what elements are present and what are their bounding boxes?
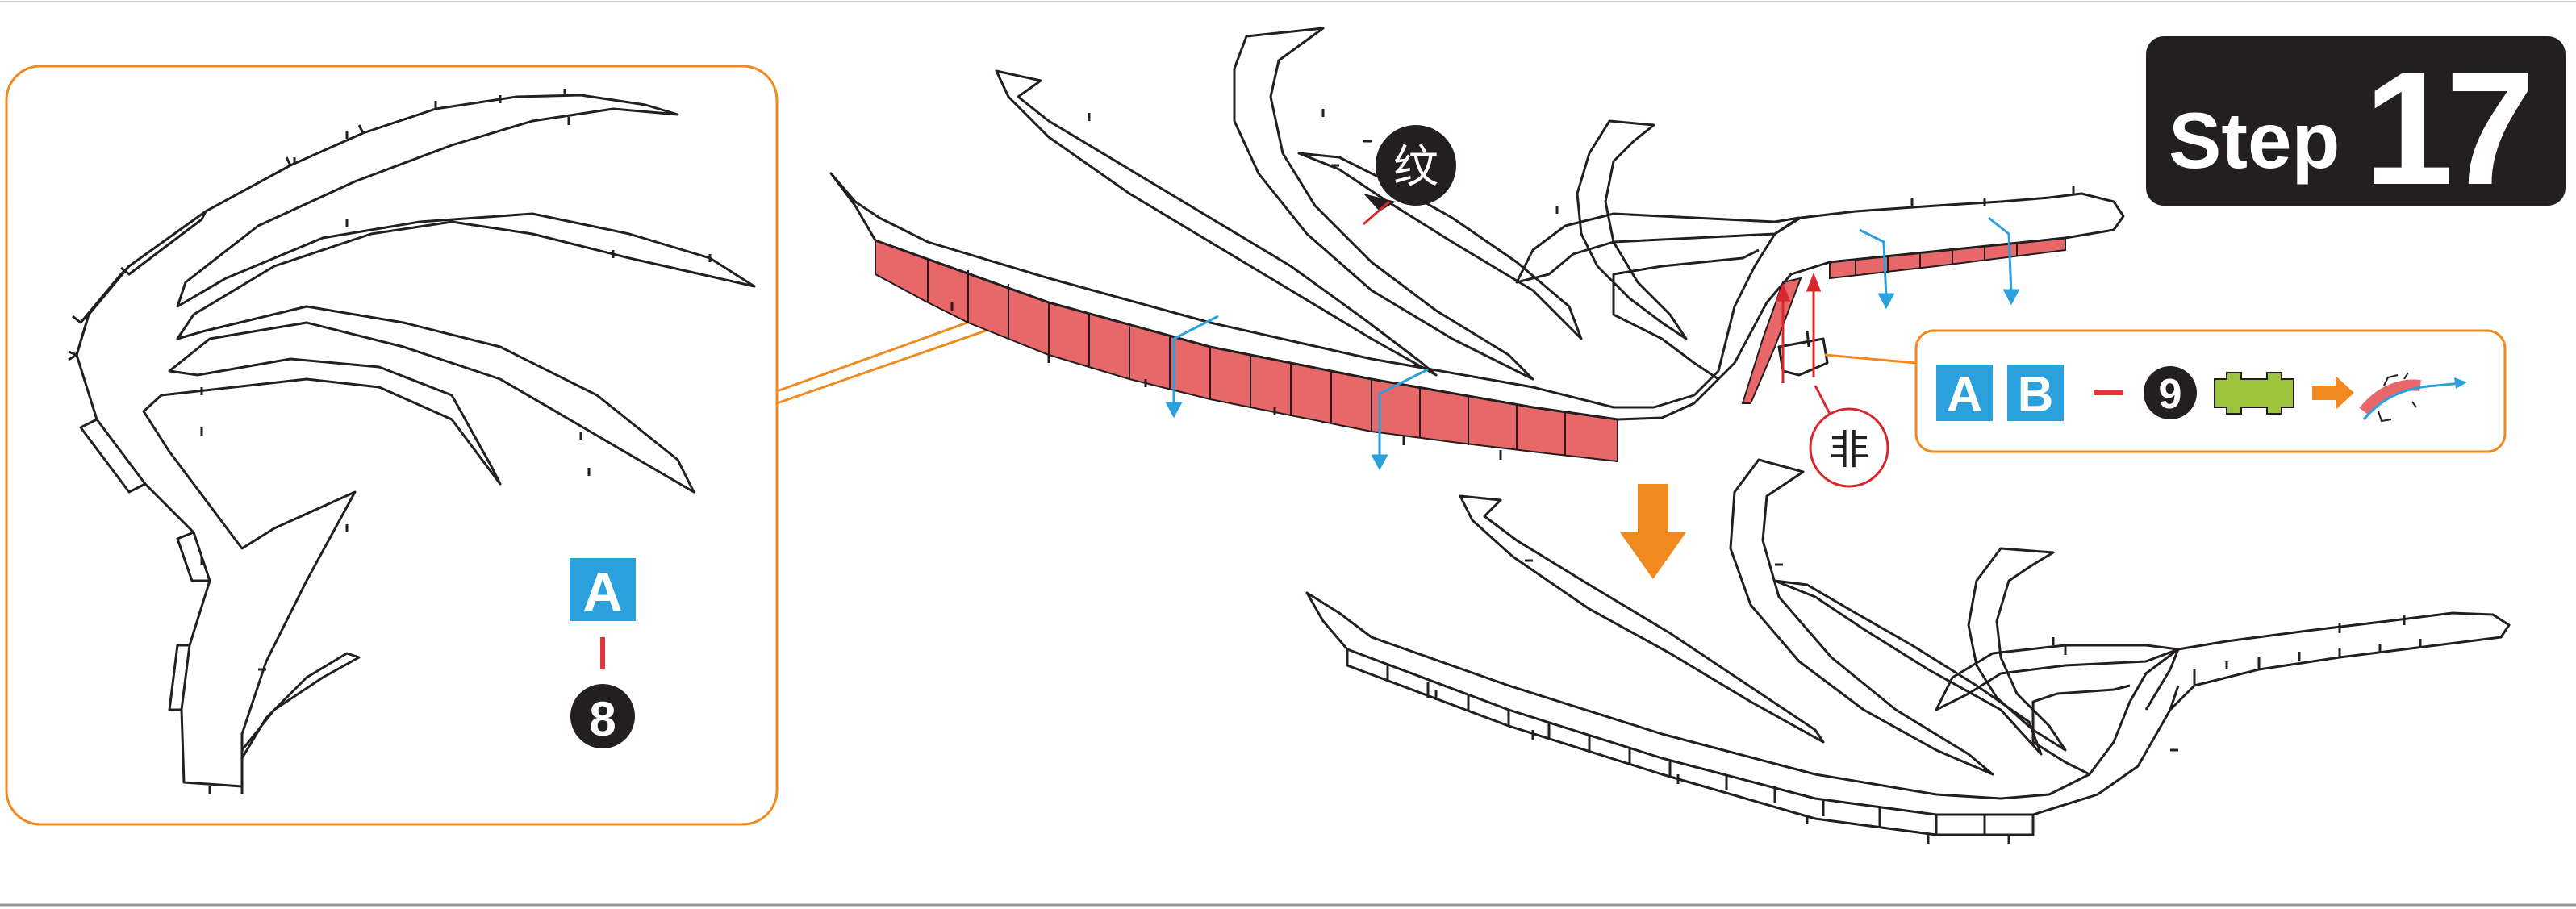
red-arrow-2-head	[1808, 276, 1819, 290]
blue-arrow-1-head	[1167, 403, 1180, 415]
top-callout-char: 纹	[1393, 141, 1438, 194]
blue-arrow-3-head	[1880, 294, 1893, 306]
result-rib-6	[2033, 686, 2130, 774]
parts-box-number: 9	[2159, 371, 2182, 418]
step-word: Step	[2169, 96, 2340, 185]
top-callout: 纹	[1363, 125, 1456, 224]
blue-arrow-2-head	[1373, 456, 1386, 468]
result-rib-5	[1936, 645, 2178, 710]
inset-wing-part	[69, 89, 754, 794]
parts-box-leader	[1825, 355, 1916, 363]
result-rib-4	[1969, 548, 2065, 750]
result-wing-body	[1307, 593, 2509, 815]
red-placement-arrows	[1777, 276, 1819, 383]
parts-box-letter-a: A	[1947, 367, 1983, 423]
part-a-letter: A	[582, 561, 622, 623]
parts-box-frame	[1916, 331, 2505, 452]
side-callout: 非	[1810, 386, 1888, 486]
highlighted-panels	[875, 238, 2065, 461]
step-number: 17	[2364, 39, 2528, 219]
wing-rib-5	[1517, 214, 1799, 282]
step-badge: Step 17	[2146, 36, 2566, 219]
inset-edge-panels	[69, 101, 436, 710]
blue-arrow-4-head	[2005, 290, 2018, 302]
inset-wing-outline	[77, 95, 754, 786]
side-callout-leader	[1815, 386, 1830, 414]
orange-down-arrow-icon	[1620, 484, 1686, 579]
connector-piece-icon	[2215, 373, 2294, 414]
inset-part-label: A 8	[570, 558, 636, 748]
side-callout-char: 非	[1829, 427, 1869, 473]
junction-bracket	[1779, 331, 1827, 375]
parts-box: A B 9	[1825, 331, 2505, 452]
result-wing-assembly	[1307, 460, 2509, 844]
part-number: 8	[589, 692, 616, 746]
leader-line-lower	[777, 319, 1018, 403]
result-leading-edge-panels	[1347, 639, 2420, 835]
inset-panel: A 8	[6, 66, 1018, 824]
wing-rib-4	[1577, 121, 1686, 339]
parts-box-letter-b: B	[2018, 367, 2054, 423]
inset-tabs	[202, 89, 710, 794]
